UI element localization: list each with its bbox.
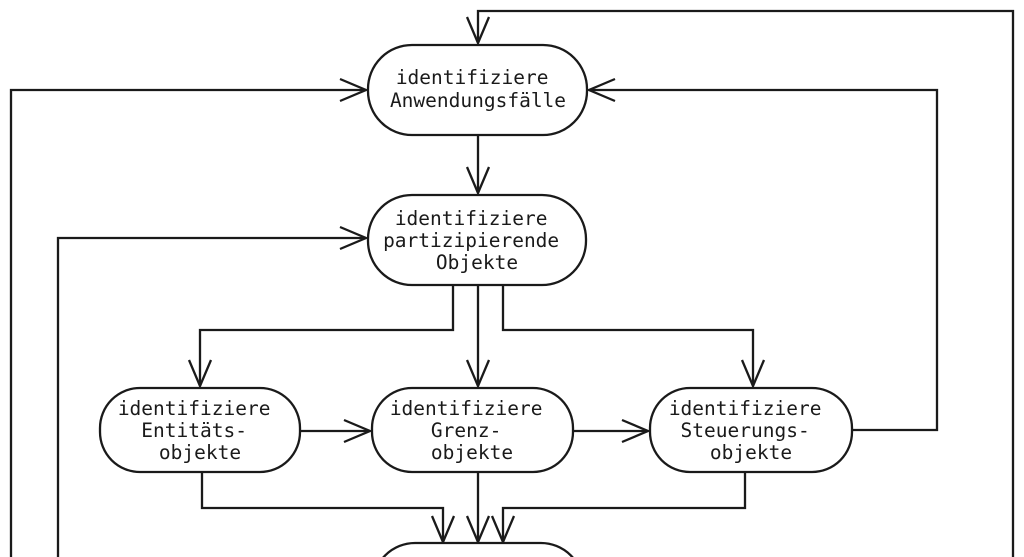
node-label-line: identifiziere (396, 66, 549, 89)
edge-partizipierende-to-entitaets (187, 284, 455, 389)
node-label-line: Objekte (436, 251, 518, 274)
node-label-line: identifiziere (118, 397, 271, 420)
node-label-line: identifiziere (669, 397, 822, 420)
node-group: identifiziere Anwendungsfälle identifizi… (98, 43, 854, 557)
node-identifiziere-steuerungsobjekte: identifiziere Steuerungs- objekte (648, 386, 854, 474)
node-shape-steuerungs (648, 386, 854, 474)
node-label-line: Grenz- (431, 419, 501, 442)
node-shape-partizipierende (366, 193, 588, 287)
node-bottom-partially-visible (382, 541, 574, 557)
node-shape-entitaets (98, 386, 302, 474)
node-label-line: partizipierende (383, 229, 559, 252)
edge-partizipierende-to-steuerungs (501, 284, 766, 389)
node-label-anwendungsfaelle: identifiziere Anwendungsfälle (390, 66, 566, 112)
node-label-grenz: identifiziere Grenz- objekte (390, 397, 554, 464)
node-shape-anwendungsfaelle (366, 43, 589, 137)
node-identifiziere-anwendungsfaelle: identifiziere Anwendungsfälle (366, 43, 589, 137)
node-identifiziere-entitaetsobjekte: identifiziere Entitäts- objekte (98, 386, 302, 474)
edge-steuerungs-loop-to-anwendungsfaelle (586, 77, 939, 432)
edge-loop-left-inner-to-partizipierende (56, 225, 369, 557)
node-label-partizipierende: identifiziere partizipierende Objekte (383, 207, 571, 274)
node-shape-bottom (382, 541, 574, 557)
node-label-line: objekte (159, 441, 241, 464)
edge-entitaets-to-bottom-node (200, 472, 456, 545)
node-label-line: identifiziere (395, 207, 548, 230)
edge-loop-left-outer-to-anwendungsfaelle (9, 77, 369, 557)
node-label-entitaets: identifiziere Entitäts- objekte (118, 397, 282, 464)
edge-loop-right-to-anwendungsfaelle-top (465, 9, 1015, 557)
node-label-line: objekte (710, 441, 792, 464)
node-label-line: objekte (431, 441, 513, 464)
node-label-line: Anwendungsfälle (390, 89, 566, 112)
node-shape-grenz (370, 386, 575, 474)
edge-steuerungs-to-bottom-node (490, 472, 747, 545)
node-label-steuerungs: identifiziere Steuerungs- objekte (669, 397, 833, 464)
node-label-line: Steuerungs- (681, 419, 810, 442)
edge-group (9, 9, 1015, 557)
node-identifiziere-partizipierende-objekte: identifiziere partizipierende Objekte (366, 193, 588, 287)
node-label-line: identifiziere (390, 397, 543, 420)
node-label-line: Entitäts- (141, 419, 247, 442)
node-identifiziere-grenzobjekte: identifiziere Grenz- objekte (370, 386, 575, 474)
